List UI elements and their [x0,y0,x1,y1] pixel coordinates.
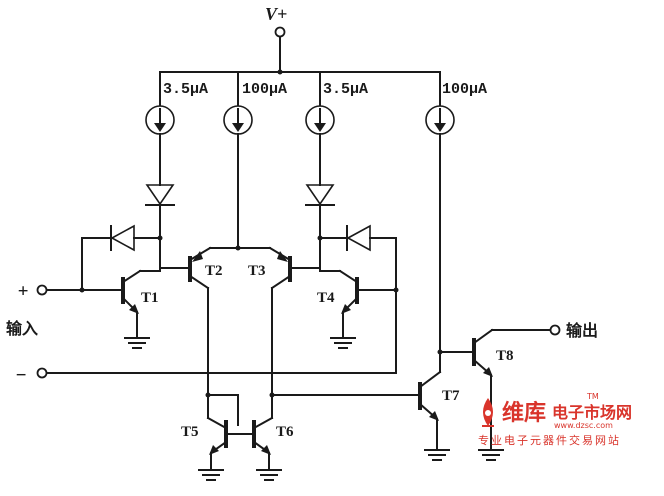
t8-label: T8 [496,348,514,364]
watermark-brand: 维库 [502,400,546,426]
current-source-3-label: 3.5μA [323,81,368,98]
watermark-tm: TM [586,392,599,401]
watermark-brand-sub: 电子市场网 [552,403,632,422]
t4-label: T4 [317,290,335,306]
transistor-t5: T5 [181,392,255,471]
transistor-t2: T2 [188,246,223,396]
supply-label: V+ [265,4,287,24]
inverting-input: − [16,289,397,385]
current-source-4-label: 100μA [442,81,487,98]
t1-label: T1 [141,290,159,306]
ground-t7 [424,449,450,461]
input-label: 输入 [6,319,38,338]
watermark-logo-icon [482,398,494,427]
plus-sign: + [18,281,28,301]
ground-t8 [478,449,504,461]
current-source-1-label: 3.5μA [163,81,208,98]
t5-label: T5 [181,424,199,440]
non-inverting-input: + 输入 [6,281,123,338]
supply-terminal: V+ [265,4,287,75]
output-label: 输出 [566,321,598,340]
minus-sign: − [16,365,26,385]
transistor-t7: T7 [418,351,460,451]
diode-right-horizontal [319,224,397,291]
transistor-t3: T3 [248,246,292,396]
t2-label: T2 [205,263,223,279]
output-terminal: 输出 [549,321,598,340]
diode-left-vertical [145,184,175,269]
watermark: 维库 电子市场网 www.dzsc.com TM 专业电子元器件交易网站 [478,392,632,447]
current-source-2-label: 100μA [242,81,287,98]
watermark-tagline: 专业电子元器件交易网站 [478,433,621,447]
current-source-1: 3.5μA [145,71,208,186]
ground-t6 [256,469,282,481]
t7-label: T7 [442,388,460,404]
transistor-t8: T8 [439,328,551,451]
ground-t4 [330,337,356,349]
t6-label: T6 [276,424,294,440]
current-source-3: 3.5μA [305,71,368,186]
ground-t1 [124,337,150,349]
transistor-t4: T4 [317,267,399,339]
diode-right-vertical [305,184,335,269]
current-source-4: 100μA [425,71,487,355]
current-source-2: 100μA [223,71,287,251]
diode-left-horizontal [81,224,161,291]
watermark-url: www.dzsc.com [554,421,613,430]
t3-label: T3 [248,263,266,279]
transistor-t6: T6 [252,394,294,471]
ground-t5 [198,469,224,481]
transistor-t1: T1 [121,267,161,339]
